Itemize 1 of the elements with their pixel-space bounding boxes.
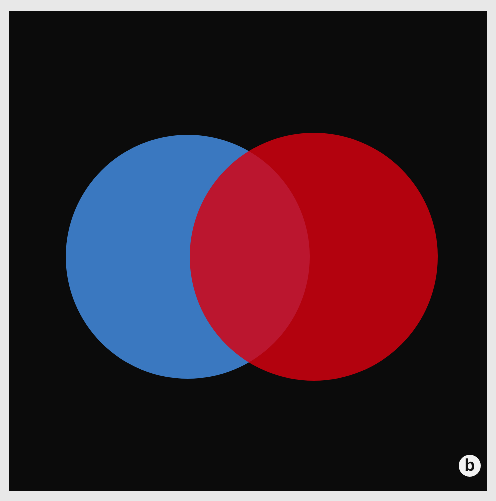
panel-letter: b: [459, 455, 481, 477]
